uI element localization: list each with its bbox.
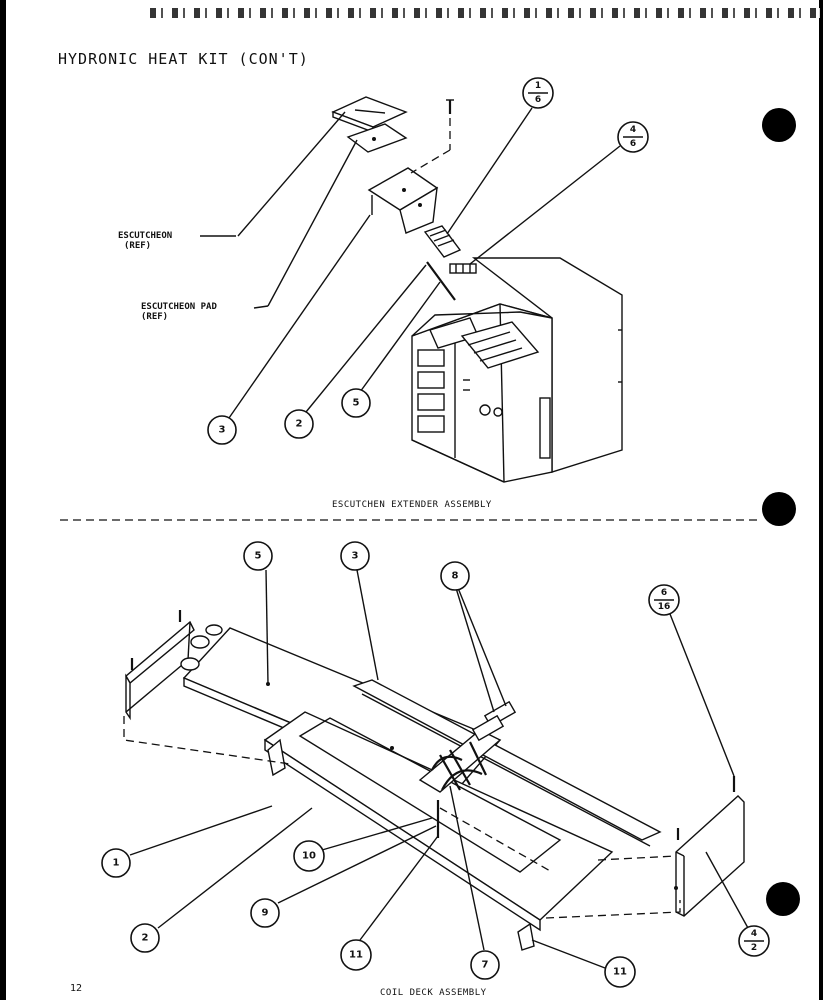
left-side-bracket xyxy=(125,610,195,721)
callout-10-bottom: 10 xyxy=(293,840,325,872)
callout-11-left: 11 xyxy=(340,939,372,971)
caption-coil-deck-assembly: COIL DECK ASSEMBLY xyxy=(380,988,487,998)
callout-5-top: 5 xyxy=(341,388,371,418)
leader-callout-6-16 xyxy=(669,613,735,777)
leader-callout-2 xyxy=(305,264,427,413)
svg-text:6: 6 xyxy=(535,95,541,105)
leader-escutcheon-pad-h xyxy=(253,305,269,309)
leader-callout-3 xyxy=(228,214,371,419)
page-title: HYDRONIC HEAT KIT (CON'T) xyxy=(58,50,309,68)
escutcheon-plate xyxy=(331,96,408,134)
svg-text:7: 7 xyxy=(482,960,489,971)
callout-2-bottom: 2 xyxy=(130,923,160,953)
callout-2-top: 2 xyxy=(284,409,314,439)
label-escutcheon-pad: ESCUTCHEON PAD xyxy=(141,302,217,312)
screw-top xyxy=(446,99,454,114)
terminal-strip xyxy=(423,225,462,258)
svg-text:10: 10 xyxy=(302,851,316,862)
callout-3-bottom: 3 xyxy=(340,541,370,571)
leader-callout-5-bottom xyxy=(265,569,269,685)
callout-6-over-16: 6 16 xyxy=(648,584,680,616)
screw-path-2 xyxy=(410,149,451,174)
callout-1-over-6: 1 6 xyxy=(522,77,554,109)
extender-bracket xyxy=(367,167,439,234)
leader-callout-8a xyxy=(455,587,495,713)
binder-hole-middle xyxy=(762,492,796,526)
dash-left-bracket xyxy=(123,716,291,765)
leader-callout-4-2 xyxy=(705,851,749,929)
leader-callout-10 xyxy=(321,817,433,851)
svg-text:5: 5 xyxy=(255,551,262,562)
svg-text:2: 2 xyxy=(142,933,149,944)
dash-right-bracket-2 xyxy=(545,900,681,919)
leader-callout-5 xyxy=(359,281,441,393)
leader-callout-9 xyxy=(277,825,437,904)
callout-11-right: 11 xyxy=(604,956,636,988)
leader-callout-1 xyxy=(129,805,273,856)
svg-text:8: 8 xyxy=(452,571,459,582)
svg-text:2: 2 xyxy=(296,419,303,430)
dash-manifold xyxy=(439,807,553,873)
page-number: 12 xyxy=(70,983,83,994)
right-side-bracket xyxy=(674,776,745,917)
piping-manifold xyxy=(418,700,517,838)
svg-text:9: 9 xyxy=(262,908,269,919)
heater-unit-cabinet xyxy=(411,257,623,483)
leader-callout-4-6 xyxy=(469,145,621,265)
scan-border-right xyxy=(819,0,823,1000)
svg-text:1: 1 xyxy=(535,81,541,91)
label-escutcheon-pad-ref: (REF) xyxy=(141,312,169,322)
caption-escutchen-extender-assembly: ESCUTCHEN EXTENDER ASSEMBLY xyxy=(332,500,492,510)
leader-callout-1-6 xyxy=(446,107,533,235)
dash-right-bracket-1 xyxy=(597,855,677,861)
callout-5-bottom: 5 xyxy=(243,541,273,571)
leader-callout-2-bottom xyxy=(157,807,313,929)
callout-9-bottom: 9 xyxy=(250,898,280,928)
svg-text:2: 2 xyxy=(751,943,757,953)
binder-hole-top xyxy=(762,108,796,142)
scan-noise-top xyxy=(150,8,820,18)
leader-callout-11b xyxy=(531,939,606,969)
binder-hole-bottom xyxy=(766,882,800,916)
leader-escutcheon-pad xyxy=(267,139,358,307)
svg-text:16: 16 xyxy=(658,602,671,612)
tube-part-2 xyxy=(426,261,456,301)
callout-8-bottom: 8 xyxy=(440,561,470,591)
leader-callout-8b xyxy=(457,587,507,707)
svg-text:5: 5 xyxy=(353,398,360,409)
svg-text:4: 4 xyxy=(751,929,757,939)
svg-text:11: 11 xyxy=(613,967,627,978)
label-escutcheon: ESCUTCHEON xyxy=(118,231,173,241)
svg-text:3: 3 xyxy=(352,551,359,562)
svg-text:4: 4 xyxy=(630,125,636,135)
svg-text:1: 1 xyxy=(113,858,120,869)
leader-callout-11a xyxy=(359,835,439,941)
callout-4-over-6: 4 6 xyxy=(617,121,649,153)
leader-escutcheon xyxy=(237,111,346,237)
svg-text:11: 11 xyxy=(349,950,363,961)
svg-text:6: 6 xyxy=(630,139,636,149)
svg-text:3: 3 xyxy=(219,425,226,436)
leader-callout-3-bottom xyxy=(356,569,379,681)
connector-block xyxy=(449,263,477,274)
callout-7-bottom: 7 xyxy=(470,950,500,980)
scan-border-left xyxy=(0,0,6,1000)
callout-1-bottom: 1 xyxy=(101,848,131,878)
callout-4-over-2: 4 2 xyxy=(738,925,770,957)
support-rail xyxy=(352,679,662,847)
svg-text:6: 6 xyxy=(661,588,667,598)
callout-3-top: 3 xyxy=(207,415,237,445)
label-escutcheon-ref: (REF) xyxy=(124,241,152,251)
leader-callout-7 xyxy=(449,785,485,951)
escutcheon-pad xyxy=(346,123,408,153)
